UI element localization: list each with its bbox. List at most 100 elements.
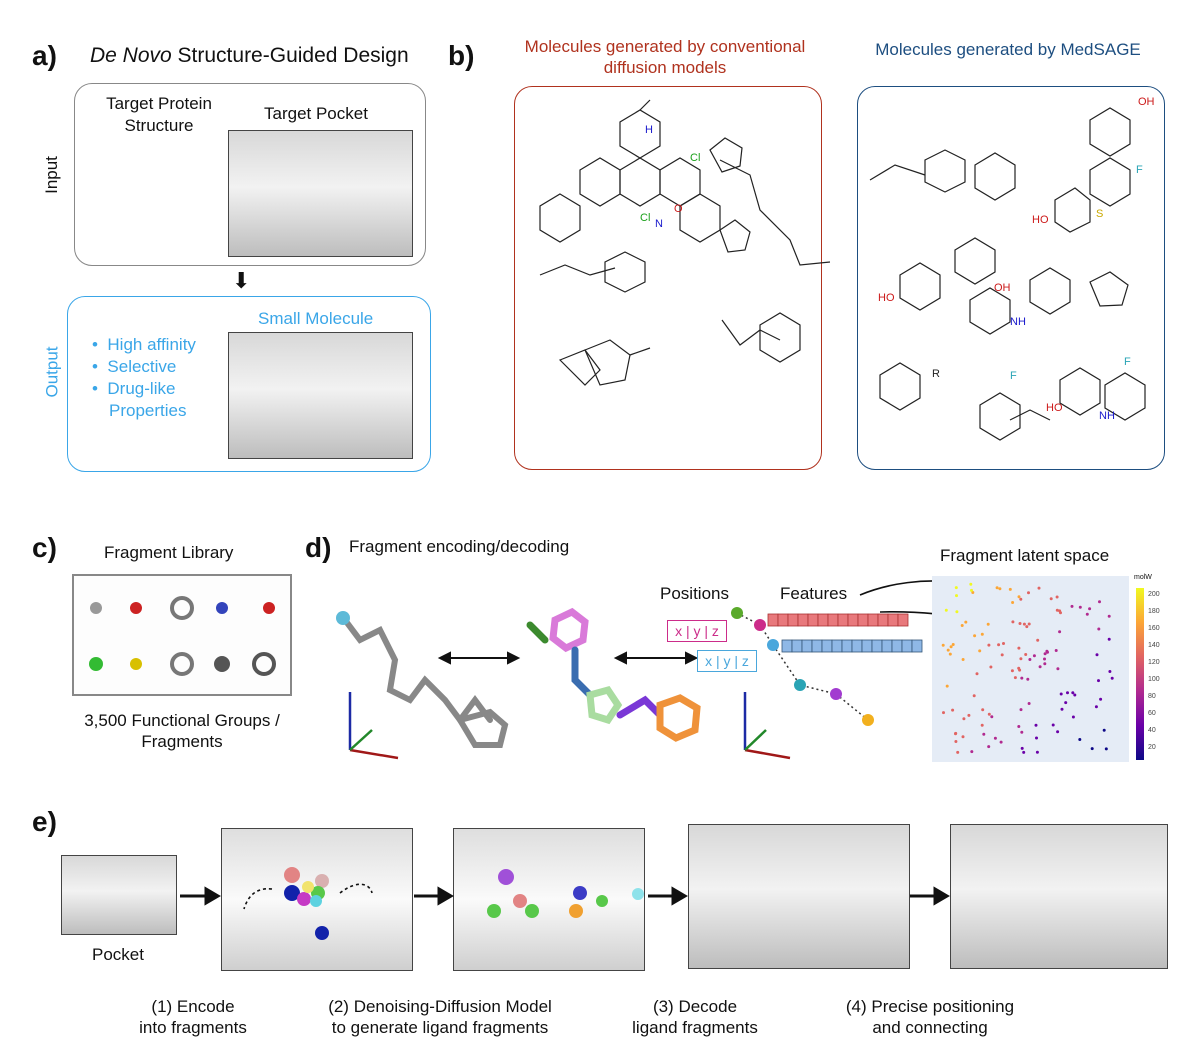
latent-point: [972, 694, 976, 698]
latent-point: [990, 715, 994, 719]
pocket-label: Pocket: [92, 945, 144, 964]
latent-point: [1058, 630, 1062, 634]
latent-point: [1038, 665, 1042, 669]
latent-point: [1010, 669, 1014, 673]
positions-label: Positions: [660, 584, 729, 603]
latent-point: [1019, 597, 1023, 601]
latent-point: [1064, 701, 1068, 705]
latent-point: [1095, 653, 1099, 657]
bullet-properties: Properties: [109, 401, 187, 420]
panel-a-title: De Novo Structure-Guided Design: [90, 44, 409, 68]
axes-2: [743, 692, 791, 760]
latent-point: [1034, 723, 1038, 727]
latent-point: [1017, 725, 1021, 728]
latent-point: [1088, 607, 1092, 611]
latent-point: [978, 649, 982, 653]
latent-point: [1011, 620, 1015, 624]
latent-point: [951, 708, 955, 712]
colorbar-tick: 40: [1148, 727, 1156, 734]
colorbar-tick: 160: [1148, 625, 1160, 632]
latent-point: [954, 586, 958, 590]
latent-point: [1059, 611, 1062, 615]
colorbar-tick: 180: [1148, 608, 1160, 615]
panel-a-title-italic: De Novo: [90, 44, 172, 67]
latent-point: [1043, 657, 1046, 661]
latent-point: [1055, 595, 1059, 599]
target-pocket-label: Target Pocket: [264, 104, 368, 123]
xyz-box-magenta: x | y | z: [667, 620, 727, 642]
atom-s-1: S: [1096, 208, 1104, 220]
latent-point: [1011, 601, 1015, 604]
latent-point: [1043, 652, 1047, 656]
latent-point: [1020, 746, 1024, 750]
latent-point: [1017, 666, 1021, 670]
atom-cl-2: Cl: [690, 152, 701, 164]
panel-e-label: e): [32, 806, 57, 837]
latent-point: [960, 624, 964, 627]
panel-c-label: c): [32, 532, 57, 563]
latent-point: [1108, 670, 1112, 673]
latent-point: [942, 711, 945, 715]
latent-point: [1027, 622, 1031, 626]
latent-point: [1097, 627, 1101, 631]
latent-point: [1008, 587, 1012, 591]
encoded-molecule-2: [526, 607, 701, 742]
latent-point: [1037, 586, 1041, 590]
encoded-molecule-1: [342, 617, 509, 748]
latent-point: [1022, 750, 1026, 754]
colorbar-tick: 80: [1148, 693, 1156, 700]
output-box: [67, 296, 431, 472]
latent-point: [1073, 693, 1077, 697]
latent-point: [1098, 600, 1101, 604]
step4-image: [950, 824, 1168, 969]
latent-point: [951, 643, 955, 646]
latent-point: [1107, 614, 1111, 618]
latent-point: [993, 736, 997, 740]
latent-point: [1071, 691, 1075, 695]
latent-point: [1020, 730, 1024, 734]
atom-n-1: N: [655, 218, 663, 230]
medsage-title: Molecules generated by MedSAGE: [875, 40, 1141, 59]
latent-point: [954, 740, 958, 743]
latent-point: [1027, 591, 1030, 595]
latent-point: [999, 740, 1003, 744]
atom-nh-1: NH: [1010, 316, 1026, 328]
latent-point: [945, 684, 949, 688]
latent-point: [1043, 662, 1047, 666]
small-molecule-label: Small Molecule: [258, 309, 374, 328]
latent-point: [964, 620, 968, 624]
latent-point: [941, 643, 945, 647]
input-box: [74, 83, 426, 266]
latent-point: [1059, 692, 1063, 696]
atom-cl-1: Cl: [640, 212, 651, 224]
latent-point: [1028, 658, 1032, 661]
latent-point: [1071, 715, 1075, 719]
output-bullets: • High affinity • Selective • Drug-like …: [92, 334, 196, 422]
latent-point: [949, 645, 953, 649]
latent-point: [1027, 702, 1031, 705]
latent-point: [1045, 649, 1049, 653]
step3-image: [688, 824, 910, 969]
latent-point: [1097, 679, 1100, 683]
panel-a-title-rest: Structure-Guided Design: [171, 44, 409, 67]
latent-point: [1107, 637, 1111, 641]
panel-b-label: b): [448, 40, 475, 71]
bullet-high-affinity: • High affinity: [92, 335, 196, 354]
atom-f-1: F: [1136, 164, 1143, 176]
latent-point: [961, 735, 965, 739]
latent-point: [980, 723, 984, 727]
latent-point: [1054, 649, 1058, 652]
latent-point: [1026, 677, 1030, 681]
latent-point: [970, 588, 973, 592]
axes-1: [348, 692, 399, 760]
latent-point: [1051, 723, 1055, 727]
latent-point: [987, 745, 991, 749]
latent-point: [1017, 646, 1021, 650]
bullet-selective: • Selective: [92, 357, 177, 376]
colorbar-tick: 140: [1148, 642, 1160, 649]
